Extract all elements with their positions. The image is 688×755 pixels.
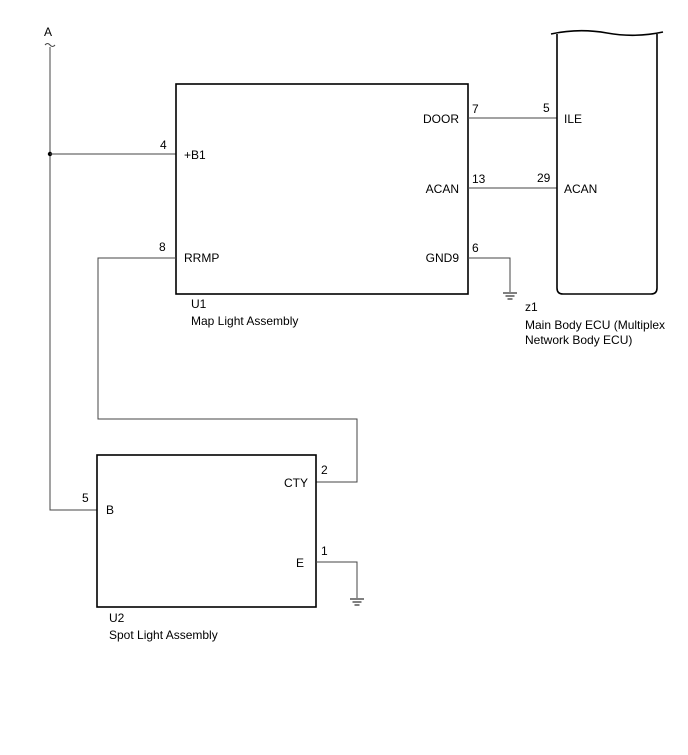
wire-e-to-ground [316, 561, 358, 598]
u2-name: Spot Light Assembly [109, 628, 218, 642]
u1-pin-7: 7 [472, 102, 479, 116]
u2-pin-1: 1 [321, 544, 328, 558]
connector-a-break-mark [44, 43, 56, 47]
u1-pin-13: 13 [472, 172, 486, 186]
u1-terminal-acan: ACAN [426, 182, 459, 196]
u1-terminal-b1: +B1 [184, 148, 206, 162]
connector-a-label: A [44, 25, 52, 39]
u2-spot-light-box [96, 454, 317, 608]
wire-a-to-u2-b [49, 47, 97, 511]
z1-name-line2: Network Body ECU) [525, 333, 632, 347]
u1-map-light-box [175, 83, 469, 295]
u1-terminal-door: DOOR [423, 112, 459, 126]
u1-pin-4: 4 [160, 138, 167, 152]
ground-symbol-u2 [350, 598, 364, 606]
u1-terminal-gnd9: GND9 [426, 251, 460, 265]
u1-pin-8: 8 [159, 240, 166, 254]
wire-gnd9-to-ground [468, 257, 511, 292]
u2-terminal-e: E [296, 556, 304, 570]
u1-pin-6: 6 [472, 241, 479, 255]
u2-pin-5: 5 [82, 491, 89, 505]
u1-name: Map Light Assembly [191, 314, 298, 328]
u1-id: U1 [191, 297, 207, 311]
z1-name-line1: Main Body ECU (Multiplex [525, 318, 665, 332]
u2-terminal-b: B [106, 503, 114, 517]
u1-terminal-rrmp: RRMP [184, 251, 219, 265]
u2-id: U2 [109, 611, 125, 625]
z1-break-mark [550, 29, 664, 37]
wire-rrmp-to-cty [97, 257, 358, 483]
z1-id: z1 [525, 300, 538, 314]
u2-terminal-cty: CTY [284, 476, 308, 490]
ground-symbol-u1 [503, 292, 517, 300]
z1-pin-29: 29 [537, 171, 551, 185]
z1-terminal-acan: ACAN [564, 182, 597, 196]
z1-pin-5: 5 [543, 101, 550, 115]
z1-main-body-ecu-box [556, 34, 658, 295]
z1-terminal-ile: ILE [564, 112, 582, 126]
u2-pin-2: 2 [321, 463, 328, 477]
